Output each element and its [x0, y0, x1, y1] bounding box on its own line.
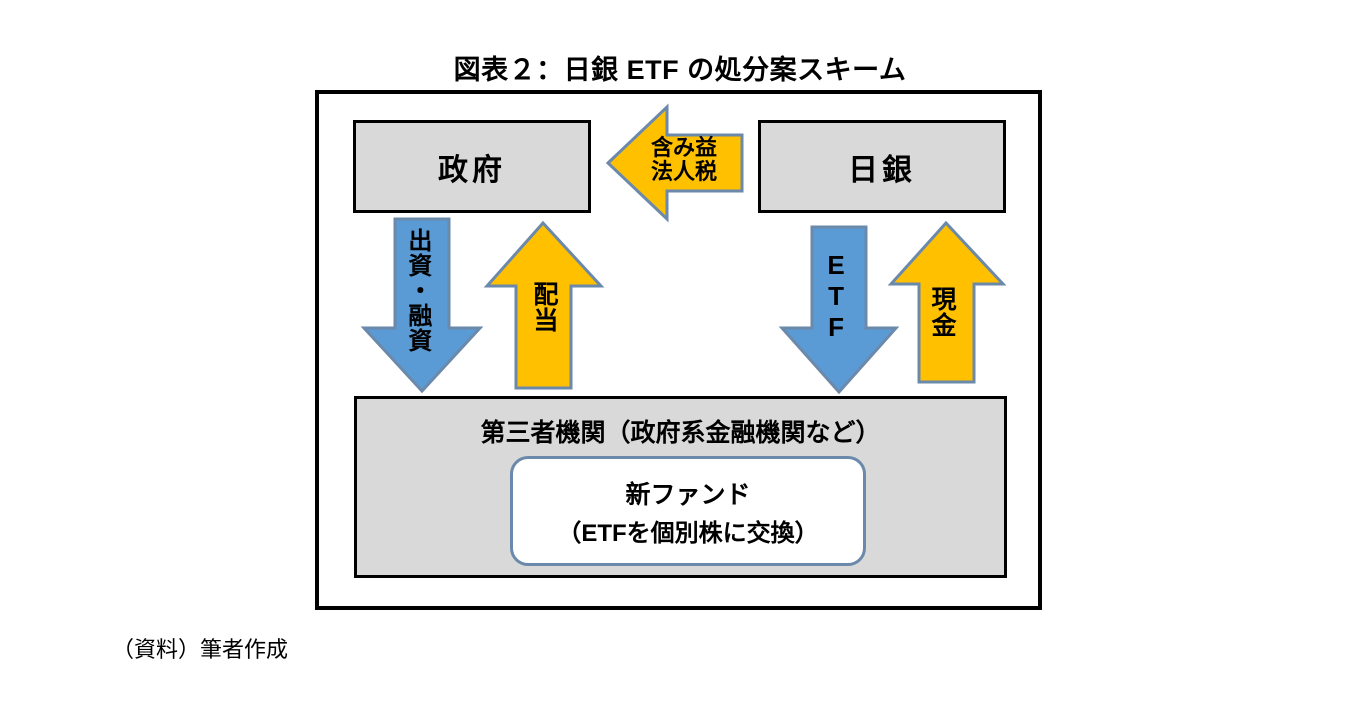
node-new-fund-subtitle: （ETFを個別株に交換） [557, 519, 819, 547]
flow-etf-arrow [778, 225, 900, 395]
node-government-label: 政府 [438, 153, 506, 187]
flow-cash-arrow [887, 220, 1007, 384]
flow-investment-loan-arrow [360, 217, 484, 394]
source-note: （資料）筆者作成 [112, 637, 289, 662]
node-third-party-label: 第三者機関（政府系金融機関など） [480, 419, 881, 447]
figure-title: 図表２：日銀 ETF の処分案スキーム [453, 55, 907, 85]
node-government: 政府 [353, 120, 591, 213]
flow-unrealized-gain-tax-arrow [605, 103, 744, 223]
flow-dividend-arrow [483, 220, 605, 390]
node-new-fund-title: 新ファンド [625, 480, 751, 509]
node-new-fund: 新ファンド （ETFを個別株に交換） [510, 456, 866, 566]
node-boj: 日銀 [758, 120, 1006, 213]
node-boj-label: 日銀 [848, 153, 916, 187]
